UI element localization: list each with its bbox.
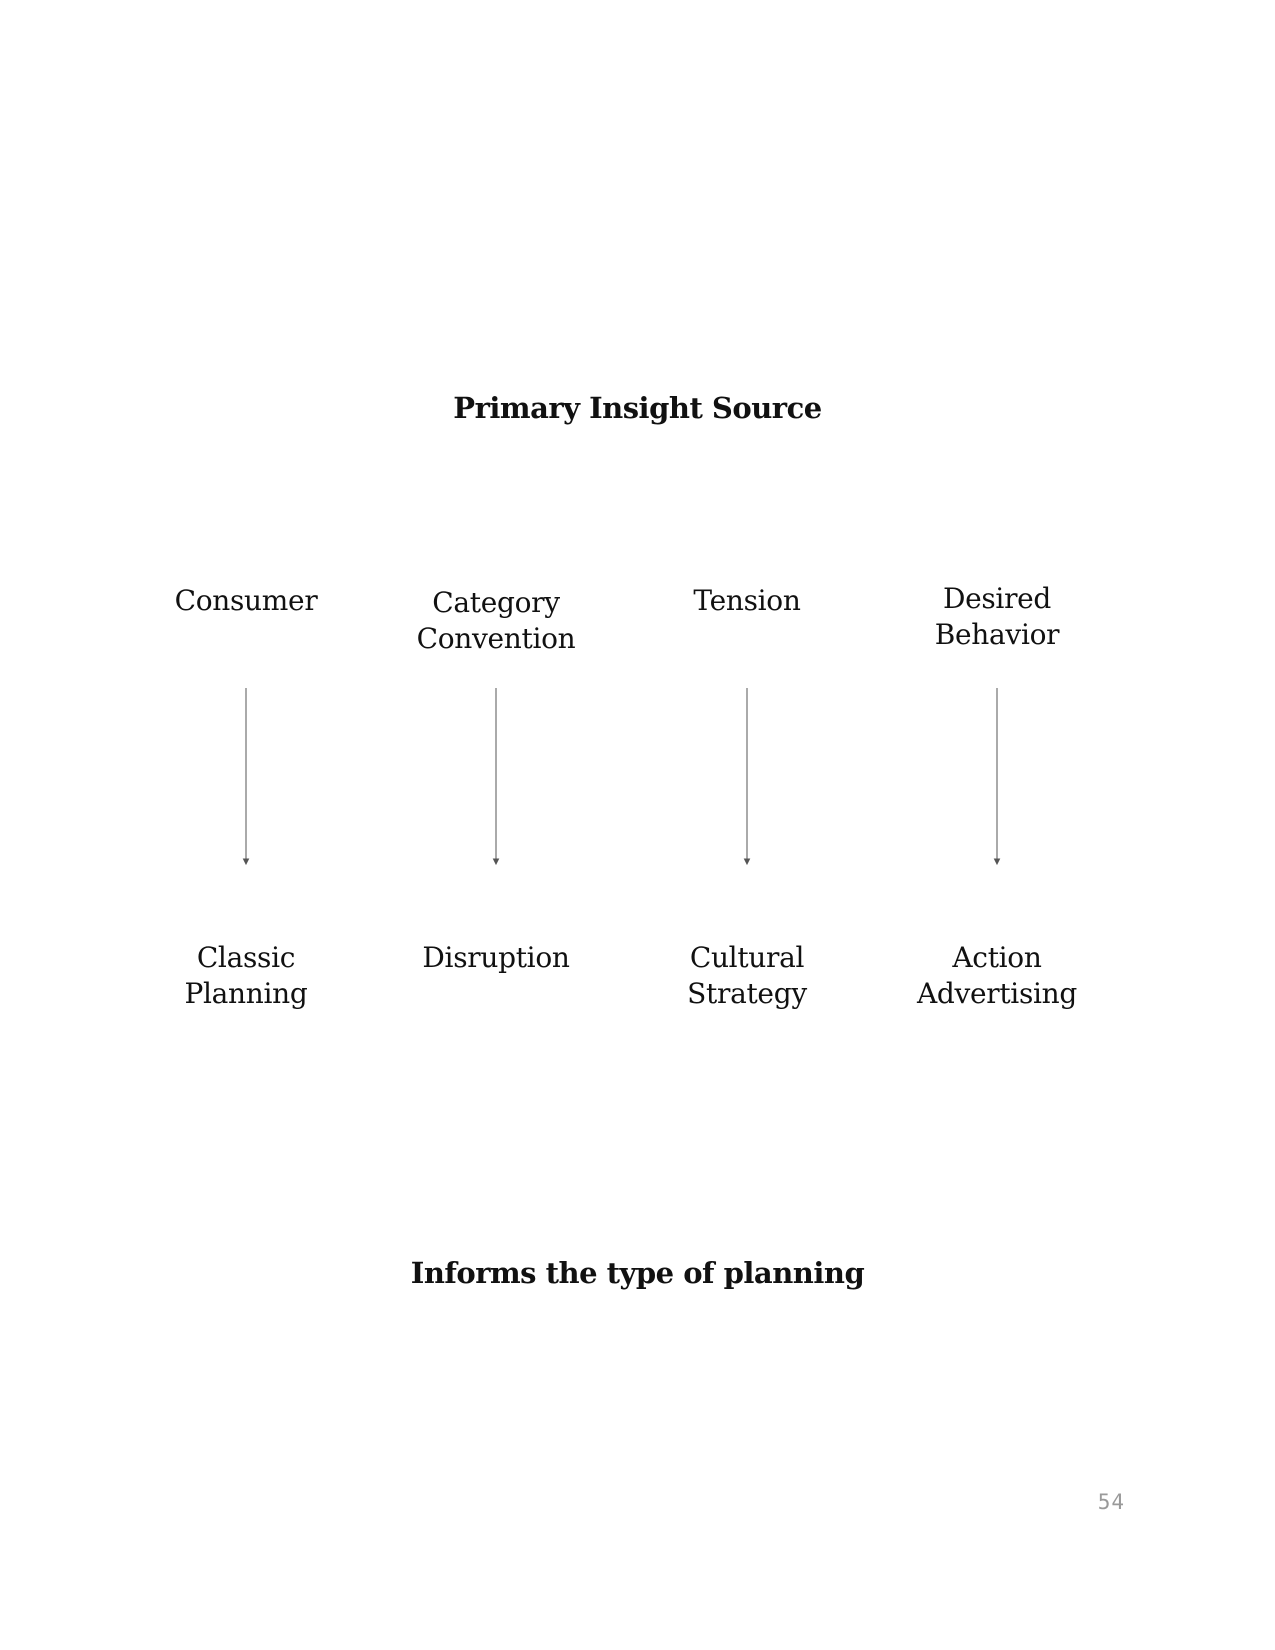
connector-arrowhead-4 [993, 858, 1001, 866]
connector-arrowhead-1 [242, 858, 250, 866]
source-label-category-convention: Category Convention [416, 586, 576, 655]
result-label-action-advertising: Action Advertising [916, 941, 1078, 1010]
source-label-tension: Tension [693, 584, 801, 617]
result-label-cultural-strategy: Cultural Strategy [687, 941, 807, 1010]
diagram-footer-title: Informs the type of planning [410, 1256, 865, 1290]
page-number: 54 [1097, 1490, 1125, 1514]
source-label-desired-behavior: Desired Behavior [934, 582, 1060, 651]
source-label-consumer: Consumer [174, 584, 318, 617]
diagram-title: Primary Insight Source [453, 391, 822, 425]
connector-arrowhead-3 [743, 858, 751, 866]
result-label-classic-planning: Classic Planning [184, 941, 308, 1010]
result-label-disruption: Disruption [422, 941, 570, 974]
connector-arrowhead-2 [492, 858, 500, 866]
